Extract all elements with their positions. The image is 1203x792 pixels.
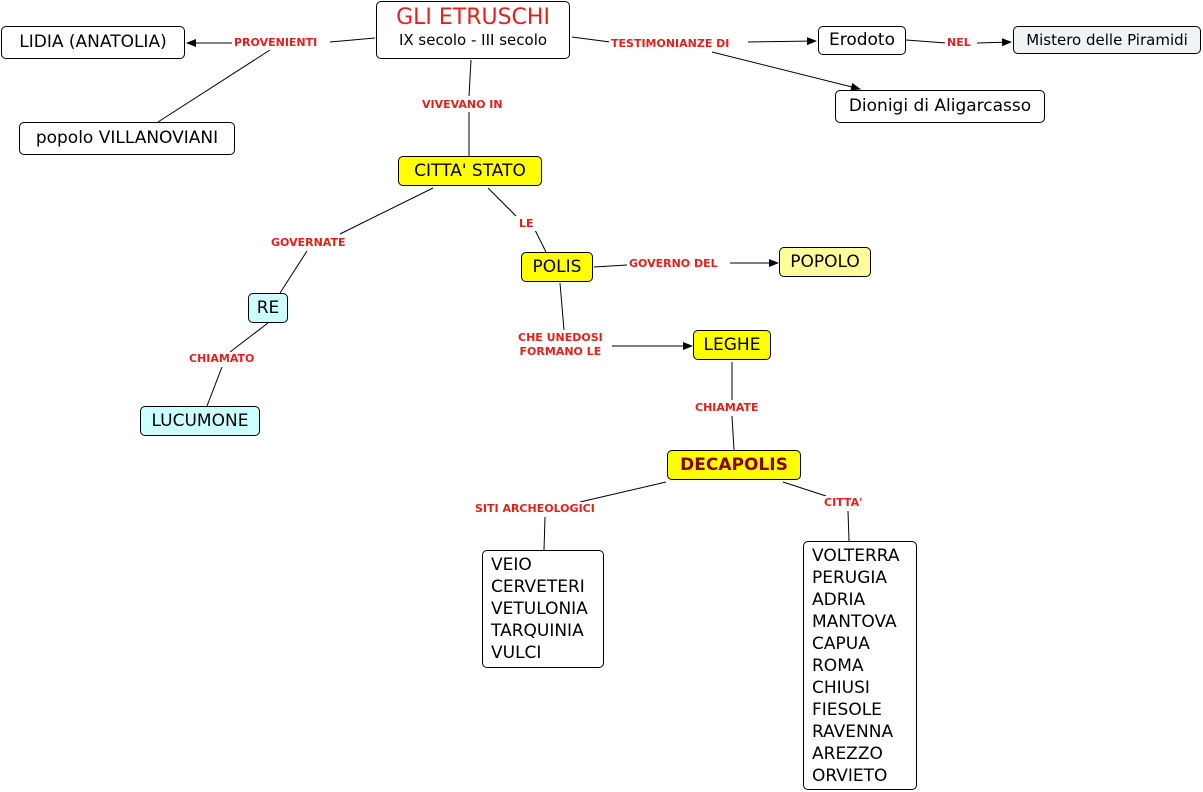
edge-decapolis-citta (782, 481, 827, 497)
node-mistero-piramidi[interactable]: Mistero delle Piramidi (1013, 26, 1201, 54)
edge-title-vivevano (468, 59, 472, 97)
list-item: CHIUSI (812, 678, 870, 698)
node-villanoviani[interactable]: popolo VILLANOVIANI (19, 122, 235, 155)
label-governate: GOVERNATE (269, 236, 348, 250)
edge-erodoto-nel (905, 39, 947, 44)
edge-cittastato-governate (339, 187, 434, 235)
title-text: GLI ETRUSCHI (396, 5, 550, 30)
node-leghe[interactable]: LEGHE (693, 330, 771, 360)
edge-provenienti-villanoviani (157, 49, 271, 123)
label-vivevano-in: VIVEVANO IN (420, 98, 505, 112)
node-siti-list[interactable]: VEIO CERVETERI VETULONIA TARQUINIA VULCI (482, 550, 604, 668)
label-line: CHE UNEDOSI (518, 331, 603, 344)
label-chiamato: CHIAMATO (187, 352, 257, 366)
edge-nel-mistero (976, 38, 1012, 47)
edge-chiamato-lucumone (206, 366, 223, 407)
node-lidia[interactable]: LIDIA (ANATOLIA) (1, 26, 185, 59)
edge-testimonianze-erodoto (747, 37, 817, 46)
node-popolo[interactable]: POPOLO (779, 247, 871, 277)
edge-title-provenienti (329, 37, 376, 43)
list-item: RAVENNA (812, 722, 894, 742)
node-erodoto[interactable]: Erodoto (818, 26, 906, 55)
edge-decapolis-siti (579, 481, 667, 503)
list-item: MANTOVA (812, 612, 897, 632)
label-chiamate: CHIAMATE (693, 401, 761, 415)
edge-chiamate-decapolis (731, 415, 735, 451)
node-dionigi[interactable]: Dionigi di Aligarcasso (835, 90, 1045, 123)
label-line: FORMANO LE (519, 345, 602, 358)
edge-siti-list (543, 516, 546, 551)
list-item: VOLTERRA (812, 546, 900, 566)
list-item: CAPUA (812, 634, 870, 654)
list-item: VEIO (491, 555, 532, 575)
edge-le-polis (534, 229, 547, 253)
list-item: VETULONIA (491, 599, 588, 619)
list-item: ORVIETO (812, 766, 888, 786)
list-item: ADRIA (812, 590, 866, 610)
node-citta-list[interactable]: VOLTERRA PERUGIA ADRIA MANTOVA CAPUA ROM… (803, 541, 917, 790)
label-siti-archeologici: SITI ARCHEOLOGICI (473, 502, 597, 516)
edge-testimonianze-dionigi (711, 51, 861, 91)
list-item: AREZZO (812, 744, 883, 764)
label-che-unedosi: CHE UNEDOSI FORMANO LE (516, 331, 605, 359)
edge-re-chiamato (229, 322, 269, 353)
node-re[interactable]: RE (248, 293, 288, 323)
edge-title-testimonianze (571, 36, 611, 43)
list-item: PERUGIA (812, 568, 888, 588)
node-decapolis[interactable]: DECAPOLIS (667, 450, 801, 480)
edge-polis-governo (593, 264, 628, 268)
label-le: LE (517, 217, 536, 231)
list-item: FIESOLE (812, 700, 882, 720)
label-provenienti: PROVENIENTI (232, 36, 320, 50)
edge-cittastato-le (487, 187, 517, 217)
node-citta-stato[interactable]: CITTA' STATO (398, 156, 542, 186)
edge-citta-list (847, 510, 850, 542)
label-citta: CITTA' (822, 496, 865, 510)
label-testimonianze: TESTIMONIANZE DI (609, 37, 732, 51)
list-item: VULCI (491, 643, 542, 663)
period-text: IX secolo - III secolo (398, 31, 548, 49)
edge-governate-re (279, 250, 308, 294)
node-gli-etruschi[interactable]: GLI ETRUSCHI IX secolo - III secolo (376, 1, 570, 59)
label-nel: NEL (945, 36, 973, 50)
node-polis[interactable]: POLIS (521, 252, 593, 282)
list-item: ROMA (812, 656, 864, 676)
list-item: CERVETERI (491, 577, 585, 597)
edge-polis-unedosi (559, 282, 565, 331)
node-lucumone[interactable]: LUCUMONE (140, 406, 260, 436)
list-item: TARQUINIA (491, 621, 584, 641)
label-governo-del: GOVERNO DEL (627, 257, 720, 271)
